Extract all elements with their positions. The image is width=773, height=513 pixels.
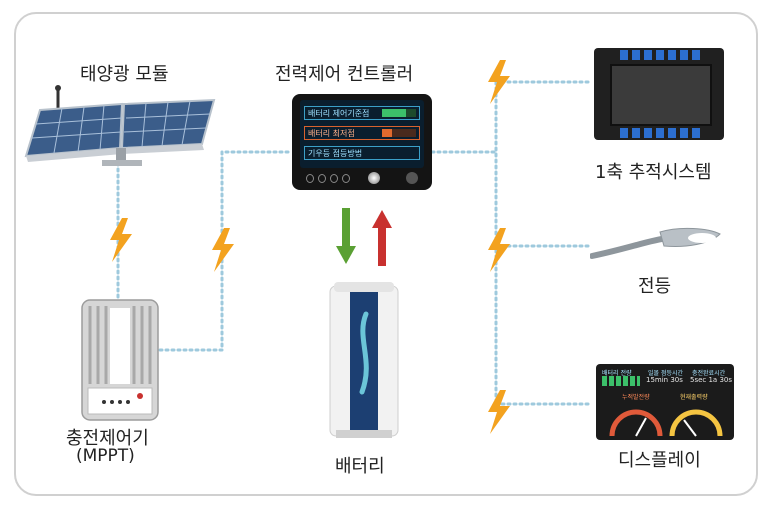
display-heading: 충전완료시간 [692, 370, 726, 377]
level-bar [382, 129, 416, 137]
power-icon [406, 172, 418, 184]
lightning-icon [110, 218, 132, 262]
lightning-icon [212, 228, 234, 272]
mppt-sublabel: (MPPT) [76, 446, 135, 466]
display-heading: 배터리 전량 [602, 370, 632, 377]
gauge-icons [609, 409, 723, 437]
controller-device: 배터리 제어기준점 배터리 최저점 기우등 점등방법 [292, 94, 432, 190]
tracker-label: 1축 추적시스템 [595, 162, 712, 183]
level-bar [382, 109, 416, 117]
terminal-strip [620, 50, 700, 60]
battery-label: 배터리 [335, 456, 385, 477]
streetlight-label: 전등 [638, 276, 672, 297]
gauge-label: 현재출력량 [680, 394, 708, 401]
display-value: 15min 30s [646, 376, 683, 384]
mppt-label: 충전제어기 [66, 428, 149, 449]
controller-screen: 배터리 제어기준점 배터리 최저점 기우등 점등방법 [300, 100, 424, 168]
terminal-strip [620, 128, 700, 138]
display-device: 배터리 전량 일몰 점등시간 충전완료시간 15min 30s 5sec 1a … [596, 364, 734, 440]
lightning-icon [488, 390, 510, 434]
gauge-label: 누적발전량 [622, 394, 650, 401]
display-label: 디스플레이 [618, 450, 701, 471]
solar-panel-icon [24, 85, 216, 166]
display-value: 5sec 1a 30s [690, 376, 733, 384]
lightning-icon [488, 228, 510, 272]
knob-icon [368, 172, 380, 184]
controller-label: 전력제어 컨트롤러 [275, 64, 414, 85]
controller-row: 배터리 제어기준점 [304, 106, 420, 120]
controller-buttons [306, 174, 350, 183]
lightning-icon [488, 60, 510, 104]
solar-module-label: 태양광 모듈 [80, 64, 169, 85]
streetlight-icon [590, 227, 721, 259]
controller-row: 배터리 최저점 [304, 126, 420, 140]
charge-arrows-icon [336, 208, 392, 266]
tracker-device [594, 48, 724, 140]
tracker-panel [610, 64, 712, 126]
controller-row: 기우등 점등방법 [304, 146, 420, 160]
battery-icon [329, 282, 399, 438]
battery-level-bar [602, 376, 640, 386]
display-heading: 일몰 점등시간 [648, 370, 684, 377]
mppt-device-icon [81, 299, 159, 421]
